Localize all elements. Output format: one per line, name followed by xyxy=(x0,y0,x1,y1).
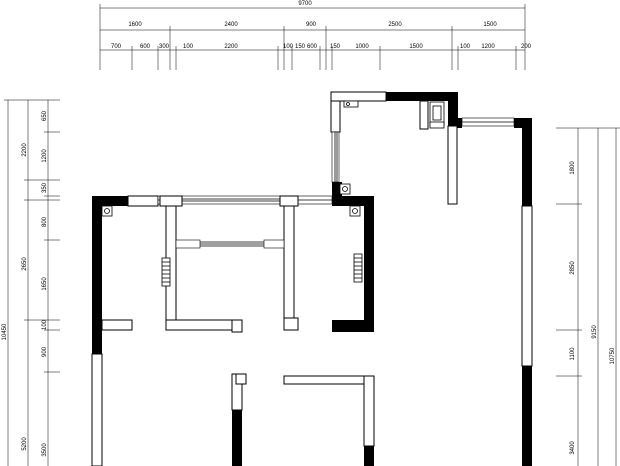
toilet-icon xyxy=(429,101,445,129)
wall-rbed-right xyxy=(364,196,374,332)
dim-right-r1-2: 1100 xyxy=(570,347,576,361)
dim-left-r1-6: 900 xyxy=(42,346,48,357)
wall-bath-right-solid xyxy=(448,92,458,126)
wall-lower-right-solid xyxy=(364,446,374,466)
dim-right-r2-0: 9150 xyxy=(592,325,598,339)
window-bath-vertical xyxy=(331,131,340,183)
wall-lower-right-vertical xyxy=(363,375,375,447)
dim-top-r2-1: 600 xyxy=(140,44,151,50)
dim-left-r1-4: 1650 xyxy=(42,277,48,291)
dim-top-r2-0: 700 xyxy=(111,44,122,50)
dim-top-r2-12: 1200 xyxy=(481,44,495,50)
dim-top-r2-4: 2200 xyxy=(224,44,238,50)
wall-rbed-bottom xyxy=(332,320,374,332)
wall-bottom-corridor-stub xyxy=(231,319,243,333)
wall-lower-left-cap xyxy=(235,373,247,385)
wall-bath-top xyxy=(330,91,387,102)
wall-rbed-top xyxy=(332,196,374,206)
pipe-box-bath xyxy=(339,183,351,195)
dim-top-r1-4: 1500 xyxy=(483,22,497,28)
wall-right-column-bottom xyxy=(283,317,299,331)
wall-right-upper xyxy=(522,118,532,206)
dim-top-total: 9700 xyxy=(298,1,312,7)
sink-icon xyxy=(343,100,359,108)
dim-left-r2-0: 2200 xyxy=(22,143,28,157)
dim-top-r2-11: 100 xyxy=(460,44,471,50)
wall-right-lower xyxy=(522,366,532,466)
dim-left-r1-1: 1200 xyxy=(42,149,48,163)
wall-column-top-cap xyxy=(159,195,183,207)
wall-column-right xyxy=(283,195,295,331)
wall-lower-right-top xyxy=(283,375,375,385)
dim-left-r1-7: 3500 xyxy=(42,443,48,457)
wall-right-middle xyxy=(521,205,533,367)
window-bedroom-top xyxy=(181,195,281,205)
wall-left-top xyxy=(92,196,128,206)
dim-top-r1-0: 1600 xyxy=(128,22,142,28)
top-dimension-chain: 9700 1600 2400 900 2500 1500 700 600 300… xyxy=(99,1,532,70)
dim-top-r2-8: 150 xyxy=(330,44,341,50)
dim-right-r1-1: 2850 xyxy=(570,261,576,275)
dim-left-r2-1: 2650 xyxy=(22,257,28,271)
fixtures xyxy=(101,100,445,287)
wall-bottom-corridor xyxy=(165,319,239,331)
wall-left-lower xyxy=(91,353,103,466)
right-dimension-chain: 1800 2850 1100 3400 9150 10750 xyxy=(556,127,620,466)
dim-left-r1-2: 350 xyxy=(42,182,48,193)
radiator-left xyxy=(161,257,171,287)
dim-top-r2-9: 1000 xyxy=(355,44,369,50)
pipe-box-left xyxy=(101,205,113,217)
wall-left-top-outline xyxy=(127,195,159,207)
dim-top-r1-1: 2400 xyxy=(224,22,238,28)
dim-top-r1-3: 2500 xyxy=(388,22,402,28)
dim-top-r2-13: 200 xyxy=(521,44,532,50)
dim-top-r2-3: 100 xyxy=(183,44,194,50)
dim-right-r1-0: 1800 xyxy=(570,161,576,175)
walls xyxy=(91,91,533,466)
wall-bath-inner xyxy=(419,100,429,130)
top-row2-ticks xyxy=(131,46,517,70)
radiator-right xyxy=(353,253,363,283)
closet-divider-left xyxy=(175,239,201,249)
dim-top-r2-6: 150 xyxy=(295,44,306,50)
left-dimension-chain: 650 1200 350 800 1650 100 900 3500 2200 … xyxy=(2,99,60,466)
dim-right-r1-3: 3400 xyxy=(570,441,576,455)
closet-divider-right xyxy=(263,239,285,249)
dim-left-r2-2: 5200 xyxy=(22,437,28,451)
dim-left-r1-5: 100 xyxy=(42,319,48,330)
dim-top-r1-2: 900 xyxy=(306,22,317,28)
wall-lower-left-lower xyxy=(232,410,242,466)
pipe-box-right xyxy=(349,205,361,217)
dim-top-r2-5: 100 xyxy=(283,44,294,50)
wall-rbed-top-stub xyxy=(332,182,342,206)
dim-top-r2-2: 300 xyxy=(159,44,170,50)
left-ticks xyxy=(4,99,60,373)
dim-right-total: 10750 xyxy=(610,347,616,364)
wall-bath-top-solid xyxy=(386,92,458,101)
dim-left-total: 10450 xyxy=(2,323,8,340)
wall-column-right-cap xyxy=(279,195,299,207)
dim-top-r2-7: 600 xyxy=(307,44,318,50)
wall-left-outer xyxy=(92,196,102,354)
dim-top-r2-10: 1500 xyxy=(409,44,423,50)
dim-left-r1-0: 650 xyxy=(42,110,48,121)
wall-left-stub xyxy=(101,319,133,331)
wall-bath-lower xyxy=(447,125,458,205)
dim-left-r1-3: 800 xyxy=(42,216,48,227)
wall-bath-right-stub xyxy=(456,118,462,128)
